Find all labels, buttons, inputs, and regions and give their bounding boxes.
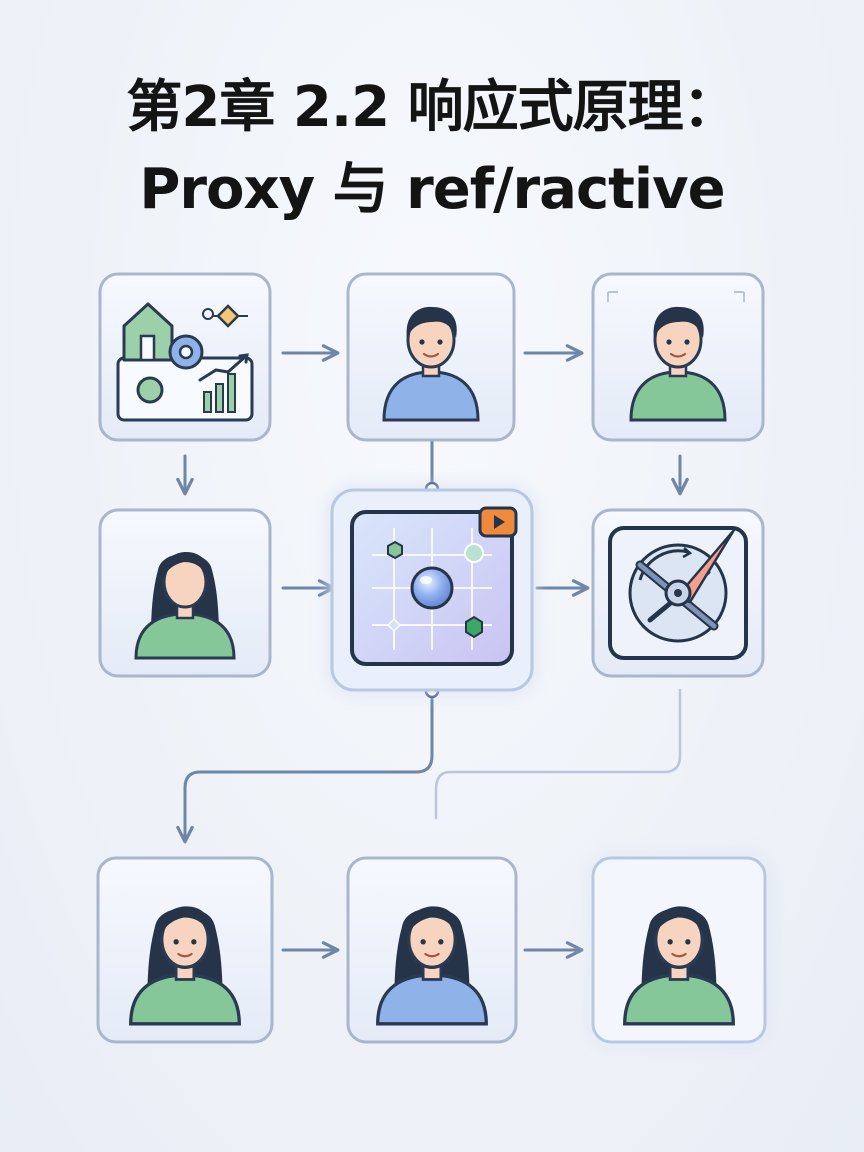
node-card-user-male-green[interactable] bbox=[591, 272, 765, 442]
node-card-user-female-green-bottom-3[interactable] bbox=[591, 856, 767, 1044]
person-female-blue-icon bbox=[376, 906, 488, 1026]
person-male-blue-icon bbox=[382, 306, 480, 422]
person-female-green-icon bbox=[134, 552, 236, 660]
page-title-line-1: 第2章 2.2 响应式原理： bbox=[126, 75, 738, 140]
node-card-gauge[interactable] bbox=[591, 508, 765, 678]
connectors bbox=[176, 344, 689, 959]
node-card-user-male-blue[interactable] bbox=[346, 272, 516, 442]
node-card-user-female-green[interactable] bbox=[98, 508, 272, 678]
play-icon bbox=[494, 515, 505, 529]
path-n5-n7 bbox=[176, 695, 434, 844]
person-female-green-icon bbox=[129, 906, 241, 1026]
node-card-reactive-core[interactable] bbox=[330, 488, 534, 692]
person-male-green-icon bbox=[629, 306, 727, 422]
person-female-green-icon bbox=[623, 906, 735, 1026]
gauge-target-icon bbox=[608, 526, 748, 660]
analytics-scene-icon bbox=[116, 302, 254, 422]
page-title-line-2: Proxy 与 ref/ractive bbox=[139, 157, 725, 222]
path-n6-faded bbox=[434, 688, 682, 820]
reactive-proxy-core-icon bbox=[350, 506, 518, 666]
node-card-user-female-green-bottom-1[interactable] bbox=[96, 856, 274, 1044]
node-card-analytics[interactable] bbox=[98, 272, 272, 442]
node-card-user-female-blue[interactable] bbox=[346, 856, 518, 1044]
